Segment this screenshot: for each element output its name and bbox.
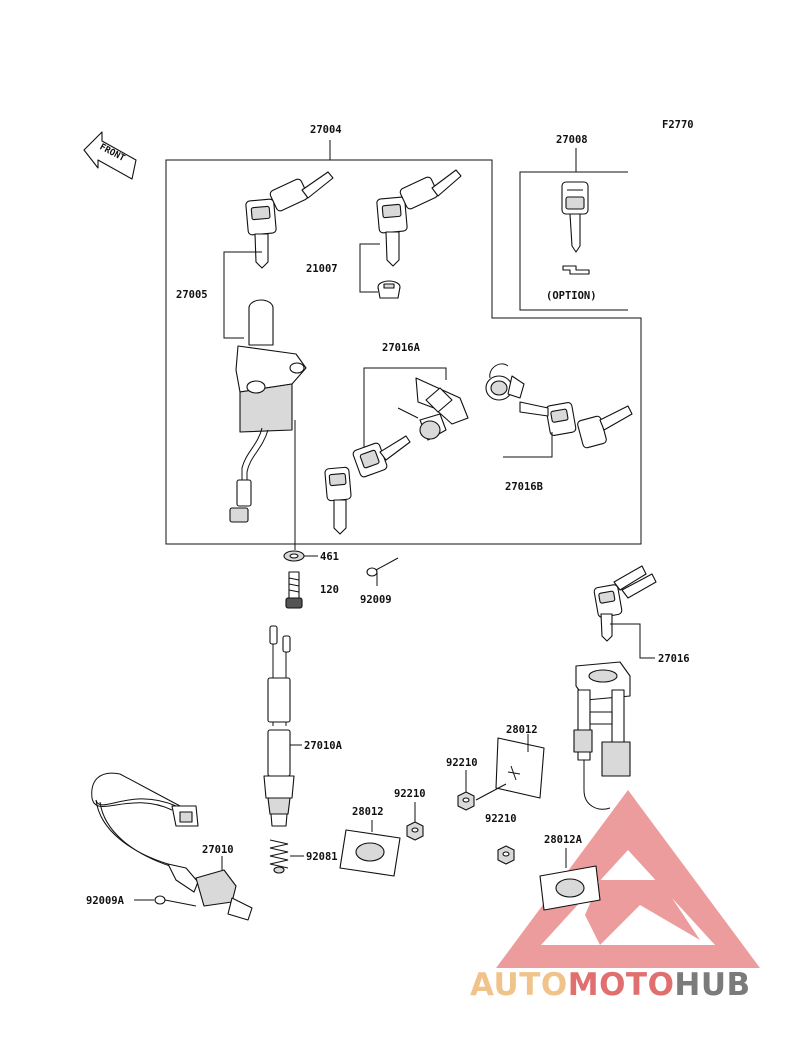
screw-92009-icon: [366, 557, 399, 577]
ignition-switch-body-icon: [229, 299, 307, 523]
leader-27016B: [503, 432, 553, 458]
label-27016: 27016: [658, 653, 690, 665]
key-pair-left-icon: [245, 171, 334, 269]
label-92210-a: 92210: [446, 757, 478, 769]
watermark-triangle-icon: [496, 790, 760, 968]
label-27010A: 27010A: [304, 740, 343, 752]
plate-28012-upper-icon: [495, 737, 545, 799]
kit-27004-outline: [165, 159, 642, 545]
leader-21007: [359, 243, 380, 293]
label-27016A: 27016A: [382, 342, 421, 354]
label-27008: 27008: [556, 134, 588, 146]
label-27005: 27005: [176, 289, 208, 301]
washer-461-icon: [283, 550, 305, 562]
cable-switch-27010-icon: [91, 772, 253, 921]
wire-harness-27010A-icon: [263, 625, 295, 827]
watermark-auto: AUTOMOTOHUB: [470, 967, 751, 1003]
seat-lock-bracket-icon: [397, 377, 469, 441]
label-27004: 27004: [310, 124, 342, 136]
label-92210-c: 92210: [394, 788, 426, 800]
key-cap-icon: [377, 280, 401, 299]
lock-cylinder-27016B-icon: [485, 363, 525, 401]
label-92210-b: 92210: [485, 813, 517, 825]
key-pair-27016B-icon: [519, 401, 633, 449]
label-28012A: 28012A: [544, 834, 583, 846]
label-28012-lower: 28012: [352, 806, 384, 818]
plate-28012-lower-icon: [339, 829, 401, 877]
helmet-lock-icon: [573, 661, 631, 810]
label-27016B: 27016B: [505, 481, 543, 493]
label-92009A: 92009A: [86, 895, 125, 907]
label-27008-option: (OPTION): [546, 290, 597, 302]
automotohub-watermark: AUTOMOTOHUB: [470, 790, 760, 1003]
figure-code: F2770: [662, 119, 694, 131]
label-461: 461: [320, 551, 339, 563]
blank-key-icon: [561, 181, 589, 253]
label-92081: 92081: [306, 851, 338, 863]
front-arrow-icon: FRONT: [83, 131, 137, 180]
key-pair-right-icon: [376, 169, 462, 267]
label-92009: 92009: [360, 594, 392, 606]
label-21007: 21007: [306, 263, 338, 275]
leader-27005: [223, 251, 262, 339]
key-code-tag-icon: [562, 265, 590, 275]
leader-27016: [610, 623, 655, 659]
label-27010: 27010: [202, 844, 234, 856]
option-27008-outline: [519, 171, 628, 311]
leader-27016A: [363, 367, 447, 470]
bolt-120-icon: [285, 571, 303, 609]
key-set-27016-icon: [593, 565, 657, 642]
spring-92081-icon: [269, 839, 289, 874]
key-pair-27016A-icon: [324, 435, 411, 535]
nut-28012A-icon: [497, 845, 515, 865]
leader-nut-plate: [475, 783, 507, 801]
label-28012-upper: 28012: [506, 724, 538, 736]
screw-92009A-icon: [154, 895, 197, 907]
nut-92210-c-icon: [406, 821, 424, 841]
label-120: 120: [320, 584, 339, 596]
nut-92210-a-icon: [457, 791, 475, 811]
plate-28012A-icon: [539, 865, 601, 911]
